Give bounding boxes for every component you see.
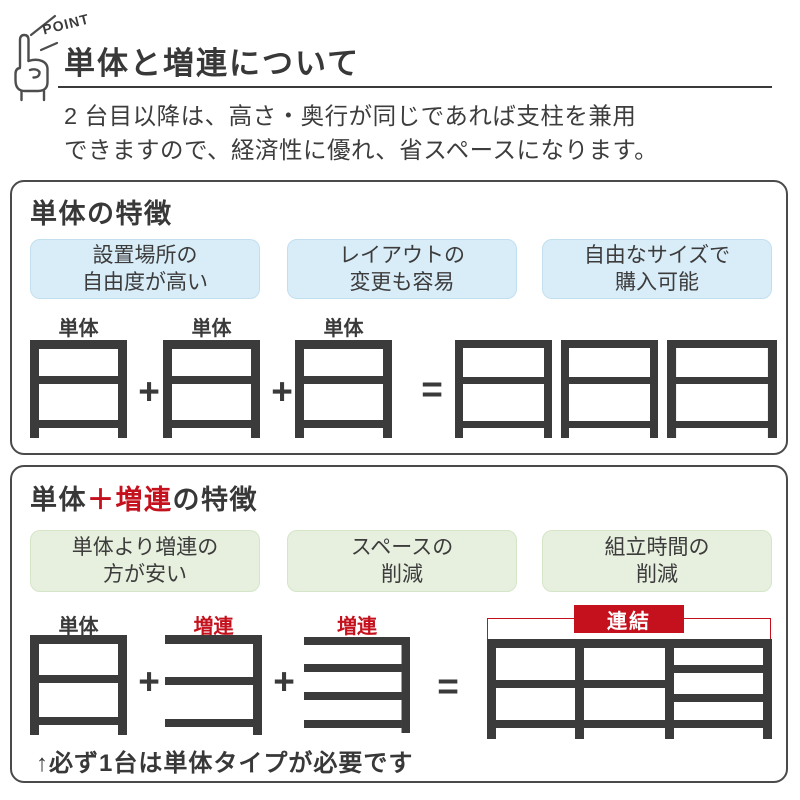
panel-addon-features: 単体＋増連の特徴 単体より増連の 方が安い スペースの 削減 組立時間の 削減 … <box>10 465 788 783</box>
plus-operator: + <box>271 371 293 412</box>
equals-operator: = <box>421 369 443 410</box>
standalone-shelf-icon <box>667 340 777 438</box>
standalone-shelf-icon <box>30 340 127 438</box>
unit-label-standalone: 単体 <box>323 318 364 340</box>
feature-pill: 設置場所の 自由度が高い <box>30 239 260 299</box>
feature-text: レイアウトの <box>339 244 465 267</box>
feature-text: 削減 <box>381 563 423 586</box>
standalone-shelf-icon <box>30 635 127 735</box>
title-underline <box>58 86 772 88</box>
panel-standalone-features: 単体の特徴 設置場所の 自由度が高い レイアウトの 変更も容易 自由なサイズで … <box>10 180 788 455</box>
unit-label-standalone: 単体 <box>58 318 99 340</box>
intro-text: 2 台目以降は、高さ・奥行が同じであれば支柱を兼用 できますので、経済性に優れ、… <box>64 99 658 167</box>
feature-text: 自由なサイズで <box>583 244 731 267</box>
standalone-shelf-icon <box>163 340 260 438</box>
feature-text: 自由度が高い <box>82 271 208 294</box>
standalone-shelf-icon <box>455 340 552 438</box>
plus-operator: + <box>273 661 295 702</box>
intro-line-2: できますので、経済性に優れ、省スペースになります。 <box>64 137 659 163</box>
standalone-shelf-icon <box>561 340 658 438</box>
connected-shelf-row-icon <box>487 639 772 739</box>
emphasis-lines-icon <box>29 14 59 52</box>
equals-operator: = <box>437 666 459 707</box>
feature-text: 変更も容易 <box>349 271 455 294</box>
title-suffix-part: の特徴 <box>172 485 258 515</box>
title-standalone-part: 単体 <box>30 485 87 515</box>
feature-text: 組立時間の <box>604 536 710 559</box>
panel-standalone-title: 単体の特徴 <box>30 199 173 229</box>
feature-text: 単体より増連の <box>71 536 219 559</box>
panel-addon-title: 単体＋増連の特徴 <box>30 478 258 517</box>
feature-text: 設置場所の <box>92 244 198 267</box>
page-title: 単体と増連について <box>64 46 361 81</box>
unit-label-addon: 増連 <box>193 616 234 638</box>
unit-label-standalone: 単体 <box>191 318 232 340</box>
intro-line-1: 2 台目以降は、高さ・奥行が同じであれば支柱を兼用 <box>64 103 637 129</box>
addon-shelf-multi-icon <box>304 637 410 733</box>
feature-pill: 自由なサイズで 購入可能 <box>542 239 772 299</box>
feature-pill: スペースの 削減 <box>287 530 517 592</box>
feature-text: 購入可能 <box>615 271 699 294</box>
plus-operator: + <box>138 371 160 412</box>
title-addon-part: ＋増連 <box>87 485 173 515</box>
feature-pill: 組立時間の 削減 <box>542 530 772 592</box>
addon-shelf-icon <box>165 635 262 735</box>
feature-text: スペースの <box>350 536 454 559</box>
feature-text: 方が安い <box>103 563 187 586</box>
plus-operator: + <box>138 661 160 702</box>
feature-text: 削減 <box>636 563 678 586</box>
pointing-hand-icon <box>14 33 49 102</box>
feature-pill: レイアウトの 変更も容易 <box>287 239 517 299</box>
standalone-shelf-icon <box>295 340 392 438</box>
connection-badge: 連結 <box>574 605 684 633</box>
unit-label-addon: 増連 <box>337 616 377 638</box>
connected-shelves-figure: 連結 <box>487 605 772 739</box>
feature-pill: 単体より増連の 方が安い <box>30 530 260 592</box>
unit-label-standalone: 単体 <box>58 616 99 638</box>
standalone-required-note: ↑必ず1台は単体タイプが必要です <box>36 750 414 777</box>
